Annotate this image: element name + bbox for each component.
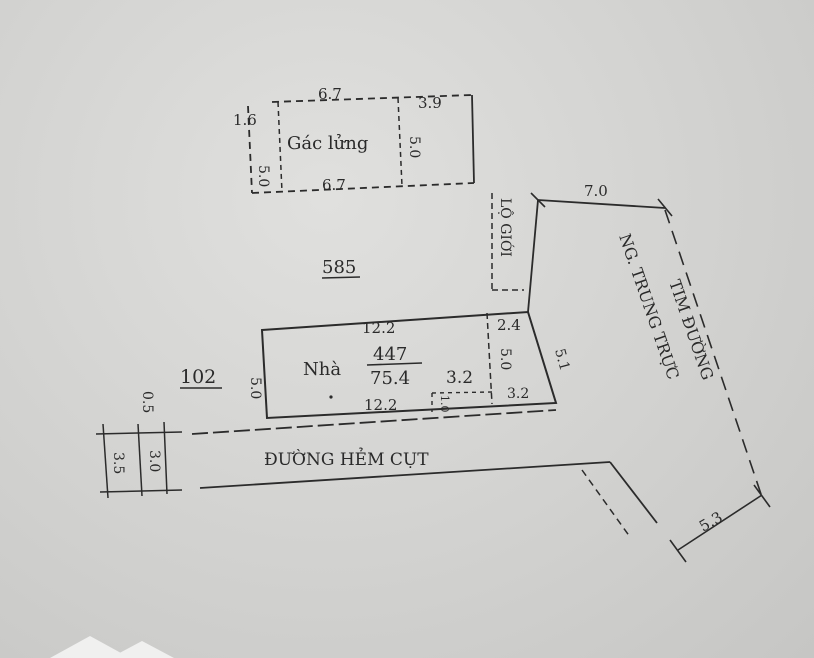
- house-inner-right: 3.2: [507, 386, 529, 402]
- mezzanine-left-height: 5.0: [255, 165, 271, 187]
- dead-end-alley: ĐƯỜNG HẺM CỤT 0.5 3.0 3.5: [95, 391, 658, 538]
- mezzanine-top-width: 6.7: [318, 85, 342, 103]
- watermark-logo: [50, 636, 174, 658]
- mezzanine-left-small: 1.6: [233, 111, 257, 129]
- road-street-name: NG. TRUNG TRỰC: [615, 231, 683, 382]
- house-small-mark: 1.0: [438, 395, 451, 413]
- house-bottom-width: 12.2: [364, 396, 397, 414]
- mezzanine-right-width: 3.9: [418, 94, 442, 112]
- house-plot: 12.2 12.2 5.0 Nhà 447 75.4 2.4 5.0 3.2 3…: [247, 310, 572, 420]
- setback-width: 7.0: [584, 182, 608, 200]
- house-label: Nhà: [303, 359, 341, 380]
- alley-dim-b: 3.0: [146, 450, 162, 472]
- house-parcel-number: 447: [373, 344, 407, 365]
- house-right-inner-height: 5.0: [497, 348, 513, 370]
- house-diagonal-side: 5.1: [551, 347, 572, 373]
- parcel-585: 585: [321, 257, 361, 279]
- mezzanine-label: Gác lửng: [287, 133, 368, 154]
- setback-strip: LỘ GIỚI 7.0: [491, 182, 673, 313]
- alley-dim-a: 0.5: [139, 391, 155, 413]
- main-road: TIM ĐƯỜNG NG. TRUNG TRỰC 5.3: [615, 209, 771, 563]
- parcel-west-number: 102: [180, 366, 216, 388]
- house-area: 75.4: [370, 368, 410, 389]
- road-dim: 5.3: [696, 508, 726, 536]
- mezzanine-right-height: 5.0: [406, 136, 422, 158]
- house-right-top: 2.4: [497, 316, 521, 334]
- house-front-right: 3.2: [446, 368, 473, 388]
- parcel-north-number: 585: [322, 257, 356, 278]
- alley-dim-c: 3.5: [110, 452, 126, 474]
- setback-label: LỘ GIỚI: [497, 198, 515, 257]
- house-top-width: 12.2: [362, 319, 395, 337]
- mezzanine-plan: Gác lửng 6.7 6.7 1.6 5.0 3.9 5.0: [233, 85, 475, 194]
- parcel-102: 102: [180, 366, 222, 389]
- house-left-height: 5.0: [247, 377, 263, 399]
- alley-label: ĐƯỜNG HẺM CỤT: [264, 448, 429, 470]
- mezzanine-bottom-width: 6.7: [322, 176, 346, 194]
